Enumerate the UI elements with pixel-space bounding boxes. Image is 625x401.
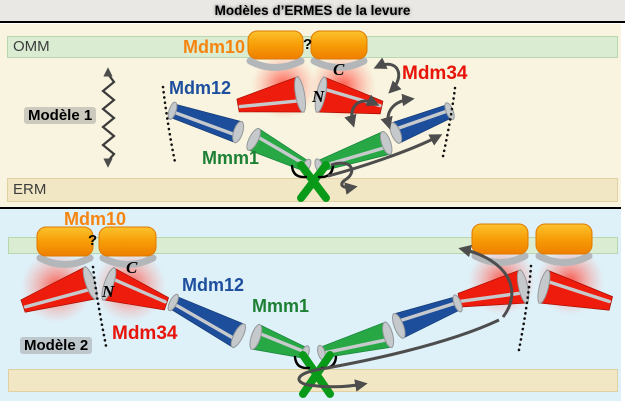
barrel-crescent [99,254,157,268]
mmm1-wedge-right [317,321,395,361]
mdm12-wedge-right [392,294,463,339]
model1-complex [101,30,457,202]
mmm1-wedge-left [249,323,310,361]
model2-mdm10-label: Mdm10 [64,209,127,229]
anchor-clamp [290,164,308,179]
barrel-crescent [535,252,593,266]
transfer-arrow [297,318,500,392]
mdm34-wedge-left [236,76,306,113]
model2-mmm1-label: Mmm1 [252,296,310,316]
barrel-crescent [471,252,529,266]
mdm10-barrel [535,223,593,255]
mdm10-barrel [310,30,368,60]
mdm10-barrel [98,226,157,257]
flexibility-arrow [380,93,415,130]
mmm1-er-anchor [299,351,334,398]
figure-title: Modèles d’ERMES de la levure [214,3,411,18]
barrel-crescent [36,254,94,268]
model1-mdm12-label: Mdm12 [169,78,232,98]
model2-c-terminus-label: C [126,258,138,277]
transfer-arrow [327,134,443,178]
model1-omm-label: OMM [13,38,50,55]
model1-n-terminus-label: N [312,87,325,106]
barrel-crescent [246,57,305,71]
flexibility-arrow [373,57,402,94]
barrel-crescent [310,57,368,71]
to-omm-arrow [458,244,514,318]
mdm12-wedge-left [167,101,245,144]
model1-mdm10-label: Mdm10 [183,37,246,57]
model2-complex [20,223,613,398]
disordered-linker-dots [440,86,457,163]
model2-n-terminus-label: N [102,282,115,301]
model1-mmm1-label: Mmm1 [202,148,260,168]
model2-name-badge: Modèle 2 [20,337,93,354]
model2-question-mark: ? [88,232,98,249]
disordered-linker-dots [161,85,177,164]
flexibility-arrow [344,94,380,128]
title-bar: Modèles d’ERMES de la levure [0,0,625,23]
mdm10-barrel [471,223,529,255]
anchor-clamp [293,355,311,370]
model1-erm-label: ERM [13,181,47,198]
model2-mdm12-label: Mdm12 [182,275,245,295]
mdm12-wedge-left [167,293,246,349]
mdm34-wedge-left [20,266,98,313]
mmm1-er-anchor [297,161,330,202]
mdm12-wedge-right [389,102,455,144]
model1-mdm34-label: Mdm34 [402,63,468,84]
model2-mdm34-label: Mdm34 [112,323,178,344]
membrane-distance-arrow [101,67,116,168]
model1-c-terminus-label: C [333,60,345,79]
mdm10-barrel [36,226,94,257]
mdm34-wedge-right [101,267,170,311]
mdm34-wedge-right [537,269,613,311]
anchor-swivel-arrow [330,161,358,195]
model1-question-mark: ? [303,36,313,53]
model1-name-badge: Modèle 1 [24,107,97,124]
mdm10-barrel [247,30,304,60]
disordered-linker-dots [516,264,533,357]
